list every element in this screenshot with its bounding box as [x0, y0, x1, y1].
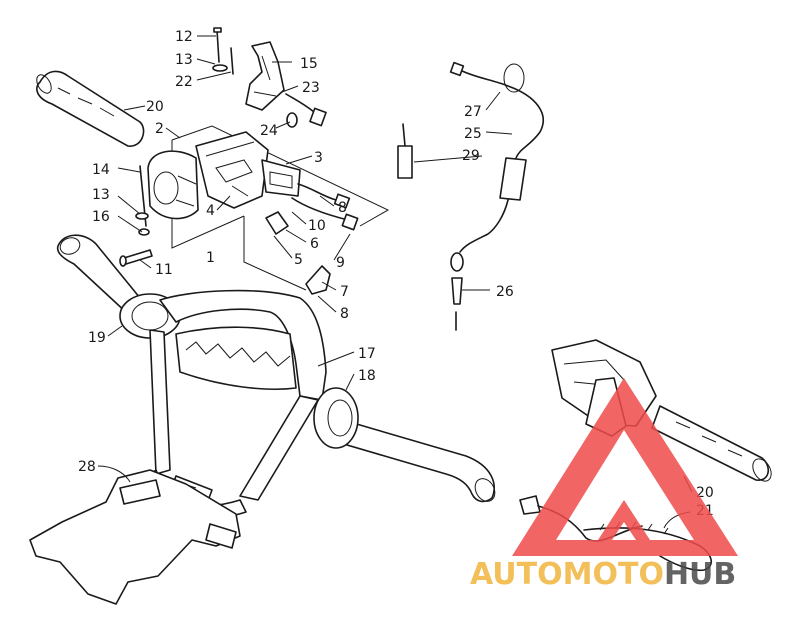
callout-18: 18	[358, 368, 376, 384]
callout-7: 7	[340, 284, 349, 300]
switch-housing	[119, 125, 390, 295]
callout-3: 3	[314, 150, 323, 166]
callout-13b: 13	[92, 187, 110, 203]
left-hand-grip	[36, 70, 145, 147]
watermark-triangle-icon	[512, 378, 738, 556]
callout-labels: 12 13 22 15 23 24 20 2 3 14 13 16 4 1 11…	[78, 29, 714, 519]
watermark-brand-automoto: AUTOMOTO	[470, 557, 664, 592]
callout-16: 16	[92, 209, 110, 225]
callout-4: 4	[206, 203, 215, 219]
leader-lines	[97, 35, 693, 529]
callout-13: 13	[175, 52, 193, 68]
callout-14: 14	[92, 162, 110, 178]
callout-19: 19	[88, 330, 106, 346]
callout-22: 22	[175, 74, 193, 90]
watermark-logo: AUTOMOTOHUB	[470, 378, 738, 592]
callout-23: 23	[302, 80, 320, 96]
callout-10: 10	[308, 218, 326, 234]
callout-20-right: 20	[696, 485, 714, 501]
callout-2: 2	[155, 121, 164, 137]
callout-24: 24	[260, 123, 278, 139]
callout-17: 17	[358, 346, 376, 362]
watermark-inner-mark-icon	[598, 500, 650, 540]
callout-12: 12	[175, 29, 193, 45]
callout-1: 1	[206, 250, 215, 266]
svg-text:AUTOMOTOHUB: AUTOMOTOHUB	[470, 557, 736, 592]
callout-5: 5	[294, 252, 303, 268]
watermark-brand-hub: HUB	[664, 557, 736, 592]
callout-6: 6	[310, 236, 319, 252]
callout-20-left: 20	[146, 99, 164, 115]
throttle-bracket	[212, 27, 327, 128]
callout-11: 11	[155, 262, 173, 278]
callout-15: 15	[300, 56, 318, 72]
callout-8-lower: 8	[340, 306, 349, 322]
callout-29: 29	[462, 148, 480, 164]
callout-25: 25	[464, 126, 482, 142]
sensor-cable	[397, 61, 545, 331]
callout-8-upper: 8	[338, 200, 347, 216]
callout-9: 9	[336, 255, 345, 271]
handlebar-pad	[29, 469, 241, 605]
callout-27: 27	[464, 104, 482, 120]
callout-28: 28	[78, 459, 96, 475]
callout-26: 26	[496, 284, 514, 300]
